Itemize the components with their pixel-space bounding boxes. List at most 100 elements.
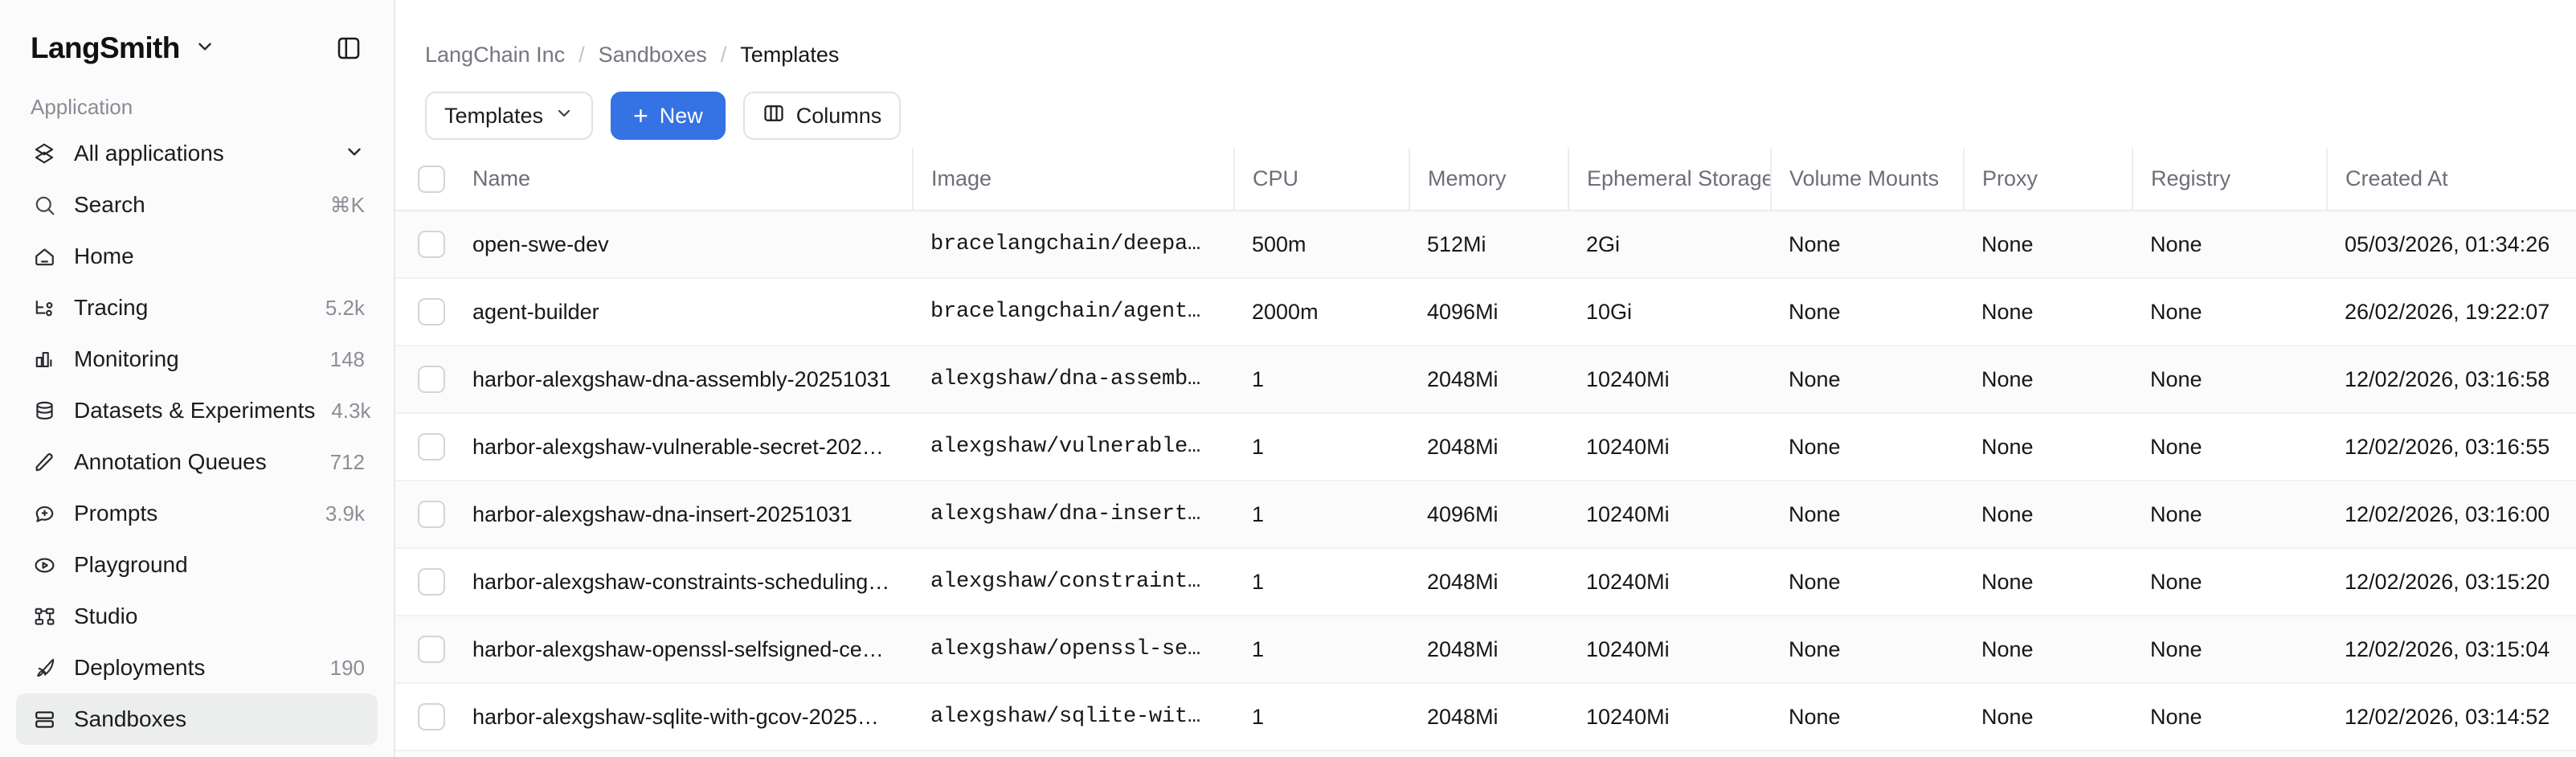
brand-switcher[interactable]: LangSmith <box>31 31 215 65</box>
sidebar-item-tracing[interactable]: Tracing 5.2k <box>16 282 378 333</box>
cell-ephemeral-storage: 10240Mi <box>1568 683 1771 751</box>
row-select-cell <box>395 683 455 751</box>
main-content: LangChain Inc / Sandboxes / Templates Te… <box>395 0 2576 757</box>
view-select-label: Templates <box>444 103 544 128</box>
sidebar-item-label: All applications <box>74 141 224 166</box>
sidebar-item-label: Datasets & Experiments <box>74 398 316 423</box>
breadcrumb-org[interactable]: LangChain Inc <box>425 42 566 67</box>
cell-ephemeral-storage: 10240Mi <box>1568 413 1771 481</box>
sidebar-item-deployments[interactable]: Deployments 190 <box>16 642 378 694</box>
pencil-icon <box>31 448 58 476</box>
row-select-checkbox[interactable] <box>418 433 445 460</box>
breadcrumb-section[interactable]: Sandboxes <box>598 42 707 67</box>
column-header-registry[interactable]: Registry <box>2132 148 2327 211</box>
home-icon <box>31 243 58 270</box>
sidebar-item-all-applications[interactable]: All applications <box>16 128 378 179</box>
sidebar-item-monitoring[interactable]: Monitoring 148 <box>16 333 378 385</box>
column-header-ephemeral-storage[interactable]: Ephemeral Storage <box>1568 148 1771 211</box>
cell-registry: None <box>2132 346 2327 414</box>
cell-created-at: 12/02/2026, 03:16:55 <box>2327 413 2576 481</box>
chevron-down-icon <box>194 36 215 61</box>
tracing-icon <box>31 294 58 321</box>
cell-ephemeral-storage: 2Gi <box>1568 211 1771 279</box>
row-select-cell <box>395 548 455 616</box>
cell-ephemeral-storage: 10Gi <box>1568 278 1771 346</box>
breadcrumb: LangChain Inc / Sandboxes / Templates <box>395 0 2576 77</box>
sidebar-item-shortcut: ⌘K <box>329 192 365 217</box>
cell-created-at: 26/02/2026, 19:22:07 <box>2327 278 2576 346</box>
row-select-cell <box>395 211 455 279</box>
database-icon <box>31 397 58 424</box>
row-select-checkbox[interactable] <box>418 636 445 663</box>
row-select-checkbox[interactable] <box>418 231 445 258</box>
view-select-button[interactable]: Templates <box>425 92 594 140</box>
sidebar-item-sandboxes[interactable]: Sandboxes <box>16 694 378 745</box>
column-header-proxy[interactable]: Proxy <box>1963 148 2132 211</box>
cube-icon <box>31 140 58 167</box>
column-header-memory[interactable]: Memory <box>1409 148 1568 211</box>
sidebar-nav: All applications Search ⌘K Home <box>0 128 394 745</box>
table-row[interactable]: harbor-alexgshaw-sqlite-with-gcov-2025…a… <box>395 683 2576 751</box>
cell-name: harbor-alexgshaw-vulnerable-secret-202… <box>455 413 913 481</box>
row-select-checkbox[interactable] <box>418 298 445 325</box>
cell-ephemeral-storage: 10240Mi <box>1568 346 1771 414</box>
cell-memory: 4096Mi <box>1409 278 1568 346</box>
sidebar-item-count: 148 <box>329 346 365 371</box>
cell-created-at: 12/02/2026, 03:15:20 <box>2327 548 2576 616</box>
sidebar-item-annotation-queues[interactable]: Annotation Queues 712 <box>16 436 378 488</box>
column-header-volume-mounts[interactable]: Volume Mounts <box>1770 148 1964 211</box>
cell-cpu: 1 <box>1234 548 1409 616</box>
sidebar-item-playground[interactable]: Playground <box>16 539 378 591</box>
rocket-icon <box>31 654 58 681</box>
toolbar: Templates + New Columns <box>395 77 2576 148</box>
brand-name: LangSmith <box>31 31 180 64</box>
columns-button[interactable]: Columns <box>742 92 902 140</box>
sidebar-item-prompts[interactable]: Prompts 3.9k <box>16 488 378 539</box>
cell-registry: None <box>2132 413 2327 481</box>
table-row[interactable]: harbor-alexgshaw-openssl-selfsigned-ce…a… <box>395 616 2576 684</box>
sidebar-item-home[interactable]: Home <box>16 231 378 282</box>
cell-volume-mounts: None <box>1771 683 1964 751</box>
cell-proxy: None <box>1964 211 2132 279</box>
sidebar-item-label: Prompts <box>74 501 158 526</box>
sidebar-item-label: Playground <box>74 552 188 577</box>
row-select-cell <box>395 346 455 414</box>
cell-volume-mounts: None <box>1771 616 1964 684</box>
columns-button-label: Columns <box>795 103 882 128</box>
sidebar-item-count: 4.3k <box>331 398 371 423</box>
row-select-checkbox[interactable] <box>418 501 445 528</box>
cell-memory: 512Mi <box>1409 211 1568 279</box>
sidebar-item-label: Monitoring <box>74 346 179 371</box>
cell-volume-mounts: None <box>1771 346 1964 414</box>
sidebar-item-label: Sandboxes <box>74 706 187 731</box>
cell-ephemeral-storage: 10240Mi <box>1568 481 1771 549</box>
column-header-image[interactable]: Image <box>912 148 1234 211</box>
columns-icon <box>763 102 785 130</box>
cell-name: open-swe-dev <box>455 211 913 279</box>
cell-registry: None <box>2132 616 2327 684</box>
chevron-down-icon <box>554 104 574 129</box>
select-all-checkbox[interactable] <box>418 165 445 193</box>
new-button[interactable]: + New <box>611 92 726 140</box>
cell-name: harbor-alexgshaw-sqlite-with-gcov-2025… <box>455 683 913 751</box>
sidebar-item-studio[interactable]: Studio <box>16 591 378 642</box>
row-select-checkbox[interactable] <box>418 366 445 393</box>
sidebar-item-label: Annotation Queues <box>74 449 267 474</box>
bar-chart-icon <box>31 346 58 373</box>
row-select-checkbox[interactable] <box>418 703 445 730</box>
sidebar-item-search[interactable]: Search ⌘K <box>16 179 378 231</box>
table-row[interactable]: harbor-alexgshaw-vulnerable-secret-202…a… <box>395 413 2576 481</box>
sandbox-templates-table: Name Image CPU Memory Ephemeral Storage … <box>395 148 2576 751</box>
column-header-cpu[interactable]: CPU <box>1233 148 1409 211</box>
column-header-created-at[interactable]: Created At <box>2326 148 2576 211</box>
sidebar-toggle-button[interactable] <box>331 31 366 66</box>
column-header-name[interactable]: Name <box>455 148 913 211</box>
table-row[interactable]: harbor-alexgshaw-constraints-scheduling…… <box>395 548 2576 616</box>
sidebar-item-datasets-experiments[interactable]: Datasets & Experiments 4.3k <box>16 385 378 436</box>
row-select-checkbox[interactable] <box>418 568 445 595</box>
